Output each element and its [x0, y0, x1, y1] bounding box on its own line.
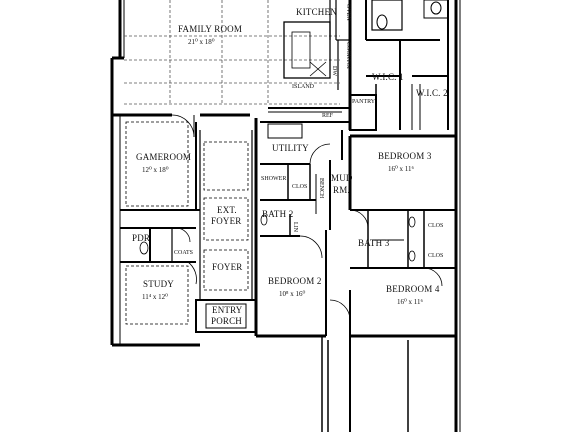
pantry-name: PANTRY	[352, 99, 376, 105]
wic2-name: W.I.C. 2	[416, 88, 448, 98]
bath2-name: BATH 2	[262, 209, 293, 219]
shower-label: SHOWER	[261, 176, 286, 182]
dw-label: DW	[331, 66, 337, 76]
pdr-name: PDR	[132, 233, 150, 243]
bedroom3-dims: 16⁰ x 11⁶	[388, 165, 415, 173]
bath3-clos-a: CLOS	[428, 223, 443, 229]
wic1-name: W.I.C. 1	[372, 72, 404, 82]
gameroom-area	[110, 113, 250, 345]
gameroom-dims: 12⁰ x 18⁰	[142, 166, 169, 174]
master-bath-area	[348, 0, 461, 432]
linen-label: LIN	[292, 222, 298, 233]
foyer-area	[195, 130, 257, 333]
bedroom4-dims: 16⁰ x 11⁶	[397, 298, 424, 306]
island-name: ISLAND	[292, 84, 315, 90]
gameroom-name: GAMEROOM	[136, 152, 191, 162]
utility-name: UTILITY	[272, 143, 309, 153]
bath3-name: BATH 3	[358, 238, 390, 248]
bench-label: BENCH	[318, 178, 324, 199]
bedroom2-name: BEDROOM 2	[268, 276, 322, 286]
mud-room-line2: RM.	[333, 185, 350, 195]
study-name: STUDY	[143, 279, 174, 289]
family-room-name: FAMILY ROOM	[178, 24, 242, 34]
ext-foyer-line2: FOYER	[211, 216, 242, 226]
ref-label: REF	[322, 113, 334, 119]
room-labels: FAMILY ROOM 21⁰ x 18⁰ KITCHEN ISLAND OVE…	[132, 4, 448, 326]
bedrooms-right-area	[348, 134, 456, 432]
entry-porch-line1: ENTRY	[212, 305, 243, 315]
garage-walls	[321, 336, 409, 432]
foyer-name: FOYER	[212, 262, 243, 272]
family-room-area	[110, 0, 351, 115]
kitchen-name: KITCHEN	[296, 7, 337, 17]
mud-room-line1: MUD	[331, 173, 353, 183]
study-dims: 11⁴ x 12⁰	[142, 293, 168, 301]
entry-porch-line2: PORCH	[211, 316, 242, 326]
bedroom3-name: BEDROOM 3	[378, 151, 432, 161]
family-room-dims: 21⁰ x 18⁰	[188, 38, 215, 46]
oven-label: OVEN	[345, 4, 351, 21]
study-area	[112, 227, 200, 347]
cooktop-label: COOKTOP	[345, 42, 351, 71]
ext-foyer-line1: EXT.	[217, 205, 237, 215]
bedroom4-name: BEDROOM 4	[386, 284, 440, 294]
bedroom2-dims: 10⁸ x 16⁰	[279, 290, 305, 298]
coats-label: COATS	[174, 250, 193, 256]
bath2-clos-label: CLOS	[292, 184, 307, 190]
utility-area	[254, 118, 351, 338]
bath3-clos-b: CLOS	[428, 253, 443, 259]
